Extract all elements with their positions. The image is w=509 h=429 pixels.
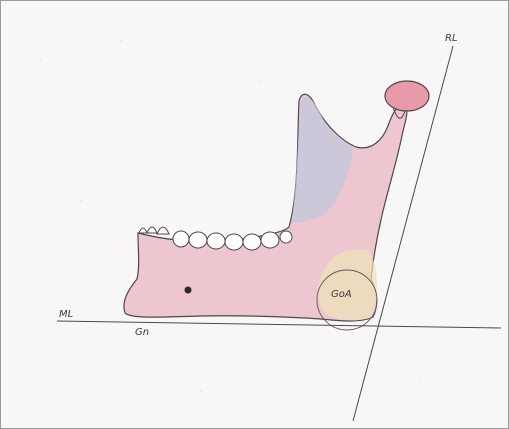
menton-point-label: Gn	[135, 327, 149, 338]
ramus-line-label: RL	[445, 33, 458, 44]
mandibular-plane-line	[57, 321, 501, 328]
angle-circle-label: GoA	[331, 289, 352, 300]
condyle-head	[385, 81, 429, 111]
mental-foramen	[185, 287, 192, 294]
mandibular-line-label: ML	[59, 309, 73, 320]
